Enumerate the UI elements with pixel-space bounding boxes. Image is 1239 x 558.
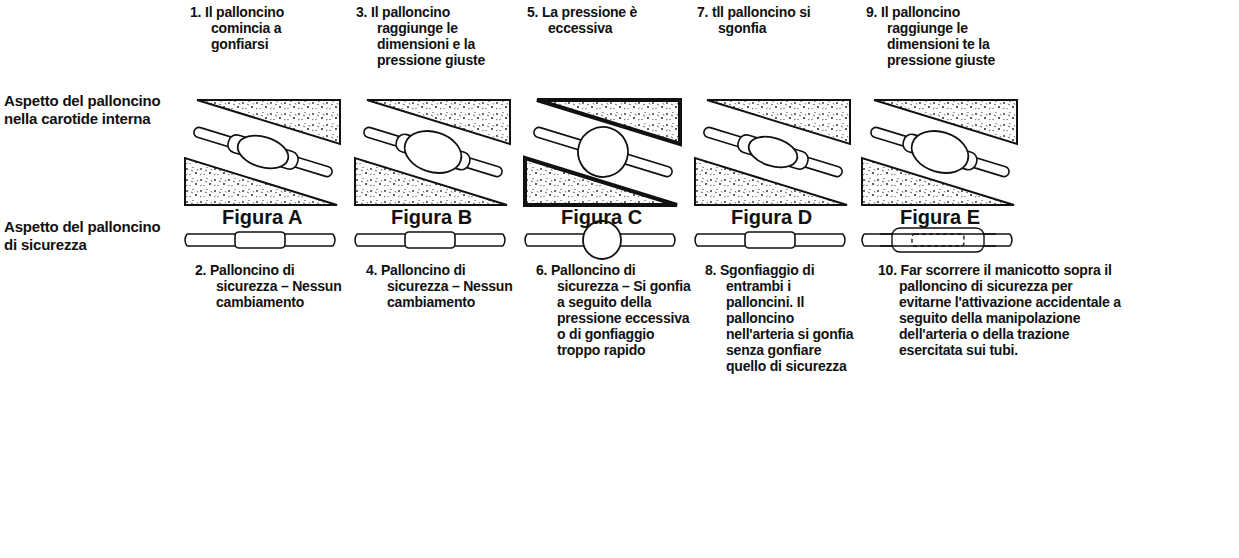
step-note: 8. Sgonfiaggio di entrambi i palloncini.…: [705, 262, 855, 374]
figure-label: Figura E: [900, 206, 980, 228]
step-note: 10. Far scorrere il manicotto sopra il p…: [878, 262, 1128, 358]
figure-label: Figura A: [222, 206, 302, 228]
step-note: 2. Palloncino di sicurezza – Nessun camb…: [195, 262, 347, 310]
step-note: 9. Il palloncino raggiunge le dimensioni…: [866, 4, 1022, 68]
figure-label: Figura C: [561, 206, 642, 228]
step-note: 1. Il palloncino comincia a gonfiarsi: [190, 4, 342, 52]
step-note: 4. Palloncino di sicurezza – Nessun camb…: [366, 262, 518, 310]
step-note: 3. Il palloncino raggiunge le dimensioni…: [356, 4, 508, 68]
row-heading: Aspetto del palloncino nella carotide in…: [4, 92, 176, 128]
step-note: 6. Palloncino di sicurezza – Si gonfia a…: [536, 262, 694, 358]
step-note: 7. tll palloncino si sgonfia: [697, 4, 849, 36]
row-heading: Aspetto del palloncino di sicurezza: [4, 218, 164, 254]
step-note: 5. La pressione è eccessiva: [527, 4, 679, 36]
figure-label: Figura D: [731, 206, 812, 228]
figure-label: Figura B: [391, 206, 472, 228]
